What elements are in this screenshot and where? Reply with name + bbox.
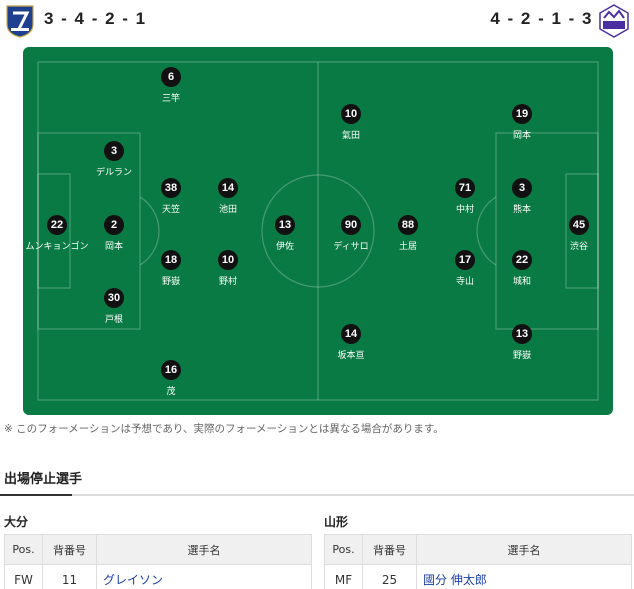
player-name: 坂本亘 [337,351,365,361]
formation-header: 3 - 4 - 2 - 1 4 - 2 - 1 - 3 [0,0,634,44]
pitch-lines [37,61,599,401]
player-number: 30 [104,288,124,308]
player-number: 18 [161,250,181,270]
column-header-pos: Pos. [324,534,363,565]
home-player[interactable]: 10 野村 [188,250,268,287]
player-number: 13 [512,324,532,344]
away-player[interactable]: 45 渋谷 [539,215,613,252]
home-player[interactable]: 38 天笠 [131,178,211,215]
column-header-number: 背番号 [362,534,417,565]
player-number: 3 [512,178,532,198]
table-header-row: Pos. 背番号 選手名 [4,534,312,565]
section-divider [0,494,634,496]
cell-number: 25 [362,564,417,589]
formation-disclaimer: ※ このフォーメーションは予想であり、実際のフォーメーションとは異なる場合があり… [4,423,444,435]
player-name: 中村 [455,205,474,215]
home-player[interactable]: 16 茂 [131,360,211,397]
away-player[interactable]: 14 坂本亘 [311,324,391,361]
player-number: 22 [47,215,67,235]
formation-pitch: 22 ムンキョンゴン 3 デルラン 2 岡本 30 戸根 6 三竿 38 天笠 … [23,47,613,415]
table-row: FW 11 グレイソン [4,564,312,589]
player-number: 2 [104,215,124,235]
home-player[interactable]: 13 伊佐 [245,215,325,252]
column-header-number: 背番号 [42,534,97,565]
table-header-row: Pos. 背番号 選手名 [324,534,632,565]
home-formation: 3 - 4 - 2 - 1 [44,9,146,28]
player-number: 6 [161,67,181,87]
player-name-link[interactable]: グレイソン [96,564,312,589]
player-name: 野村 [218,277,237,287]
home-player[interactable]: 6 三竿 [131,67,211,104]
player-number: 19 [512,104,532,124]
player-number: 71 [455,178,475,198]
player-name: 氣田 [341,131,360,141]
player-number: 14 [341,324,361,344]
away-player[interactable]: 71 中村 [425,178,505,215]
away-player[interactable]: 13 野嶽 [482,324,562,361]
away-suspended-table: Pos. 背番号 選手名 MF 25 國分 伸太郎 [324,534,632,589]
player-number: 3 [104,141,124,161]
player-name: 茂 [166,387,176,397]
cell-pos: MF [324,564,363,589]
player-number: 13 [275,215,295,235]
home-team-label: 大分 [4,515,29,529]
player-name-link[interactable]: 國分 伸太郎 [416,564,632,589]
montedio-yamagata-emblem-icon[interactable] [599,4,629,38]
player-name: 岡本 [512,131,531,141]
home-player[interactable]: 2 岡本 [74,215,154,252]
table-row: MF 25 國分 伸太郎 [324,564,632,589]
player-name: ディサロ [333,242,369,252]
away-formation: 4 - 2 - 1 - 3 [490,9,592,28]
player-number: 17 [455,250,475,270]
column-header-pos: Pos. [4,534,43,565]
away-player[interactable]: 17 寺山 [425,250,505,287]
player-number: 10 [341,104,361,124]
player-number: 88 [398,215,418,235]
player-name: 寺山 [455,277,474,287]
player-number: 22 [512,250,532,270]
section-divider-accent [0,494,72,496]
home-player[interactable]: 22 ムンキョンゴン [23,215,97,252]
column-header-name: 選手名 [416,534,632,565]
home-player[interactable]: 18 野嶽 [131,250,211,287]
away-player[interactable]: 90 ディサロ [311,215,391,252]
player-number: 14 [218,178,238,198]
column-header-name: 選手名 [96,534,312,565]
player-number: 45 [569,215,589,235]
away-player[interactable]: 10 氣田 [311,104,391,141]
cell-number: 11 [42,564,97,589]
away-player[interactable]: 19 岡本 [482,104,562,141]
away-player[interactable]: 88 土居 [368,215,448,252]
suspended-section-title: 出場停止選手 [4,472,83,487]
home-player[interactable]: 3 デルラン [74,141,154,178]
away-team-label: 山形 [324,515,349,529]
cell-pos: FW [4,564,43,589]
player-number: 16 [161,360,181,380]
player-number: 38 [161,178,181,198]
home-player[interactable]: 14 池田 [188,178,268,215]
player-number: 10 [218,250,238,270]
player-name: デルラン [95,168,132,178]
player-name: 野嶽 [512,351,531,361]
away-player[interactable]: 3 熊本 [482,178,562,215]
player-number: 90 [341,215,361,235]
player-name: 戸根 [104,315,123,325]
away-player[interactable]: 22 城和 [482,250,562,287]
home-suspended-table: Pos. 背番号 選手名 FW 11 グレイソン [4,534,312,589]
oita-trinita-emblem-icon[interactable] [5,4,35,38]
player-name: 三竿 [161,94,180,104]
home-player[interactable]: 30 戸根 [74,288,154,325]
player-name: 池田 [218,205,237,215]
